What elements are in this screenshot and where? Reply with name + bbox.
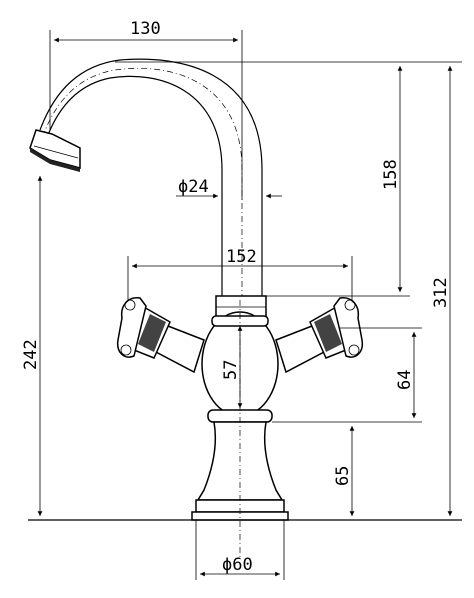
dim-spout-diameter: ϕ24 [178, 177, 209, 197]
dim-total-height: 312 [431, 277, 451, 308]
dim-handle-height: 64 [395, 370, 415, 390]
faucet-outline [28, 58, 462, 560]
dim-spout-reach: 130 [130, 19, 161, 39]
dim-outlet-height: 242 [21, 339, 41, 370]
dim-handle-span: 152 [226, 247, 257, 267]
dimension-lines [37, 30, 462, 580]
dim-base-diameter: ϕ60 [222, 555, 253, 575]
dim-spout-height: 158 [381, 159, 401, 190]
dim-body-height: 57 [221, 360, 241, 380]
dim-base-height: 65 [333, 466, 353, 486]
